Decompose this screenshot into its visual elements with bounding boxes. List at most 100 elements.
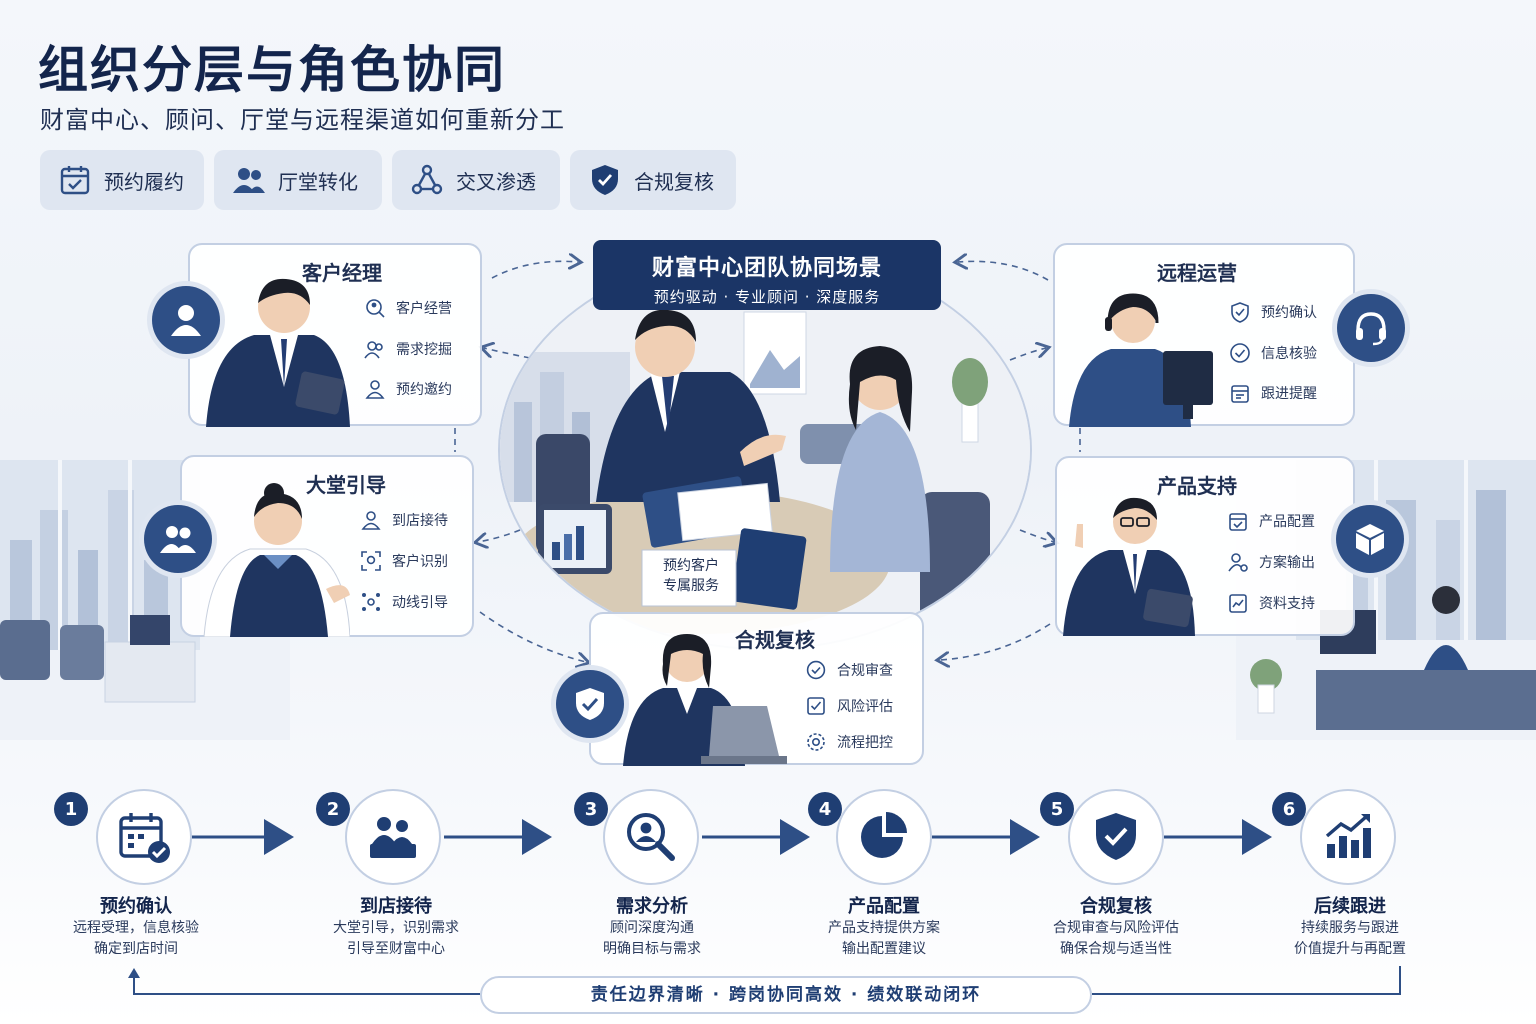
search-user-icon [627,813,675,861]
footer-banner: 责任边界清晰 · 跨岗协同高效 · 绩效联动闭环 [480,976,1092,1014]
step-desc-line-2: 引导至财富中心 [347,941,445,957]
role-title: 合规复核 [735,628,815,652]
step-5-icon-circle [1068,789,1164,885]
step-number: 2 [316,792,350,826]
product-support-illustration [1063,497,1195,636]
step-desc-line-1: 持续服务与跟进 [1301,920,1399,936]
duty-label: 合规审查 [837,663,893,679]
duty-item: 客户经营 [364,297,452,319]
duty-label: 流程把控 [837,735,893,751]
duty-item: 信息核验 [1229,342,1317,364]
page-title: 组织分层与角色协同 [38,41,506,99]
role-card-remote-ops: 远程运营 预约确认 信息核验 跟进提醒 [1053,243,1355,427]
step-number: 4 [808,792,842,826]
step-desc-line-1: 合规审查与风险评估 [1053,920,1179,936]
duty-label: 客户识别 [392,554,448,570]
lobby-guide-badge [144,505,212,573]
step-desc-line-2: 输出配置建议 [842,941,926,957]
duty-label: 预约邀约 [396,382,452,398]
gear-icon [807,733,825,751]
product-support-badge [1336,505,1404,573]
tag-label: 预约履约 [104,169,184,194]
shield-check-icon [576,688,604,720]
duty-label: 资料支持 [1259,596,1315,612]
calendar-check-icon [60,166,90,195]
shield-check-icon [592,165,618,195]
duty-item: 需求挖掘 [364,338,452,360]
duty-item: 客户识别 [360,550,448,572]
search-check-icon [806,660,826,680]
duty-item: 流程把控 [805,731,893,753]
tag-lobby-conversion: 厅堂转化 [214,150,382,210]
step-desc-line-1: 顾问深度沟通 [610,920,694,936]
step-title: 到店接待 [360,896,432,917]
duty-item: 动线引导 [360,591,448,613]
duty-label: 信息核验 [1261,346,1317,362]
step-title: 后续跟进 [1314,896,1386,917]
role-title: 产品支持 [1157,474,1237,498]
step-desc-line-1: 大堂引导，识别需求 [333,920,459,936]
duty-label: 到店接待 [392,513,448,529]
cube-icon [1356,524,1384,555]
compliance-badge [556,670,624,738]
face-scan-icon [361,551,381,571]
duty-item: 预约确认 [1229,301,1317,323]
users-icon [233,168,265,193]
account-manager-badge [152,286,220,354]
table-sign-line-1: 预约客户 [663,558,719,574]
duty-label: 跟进提醒 [1261,386,1317,402]
duty-item: 到店接待 [360,509,448,531]
calendar-icon [1231,385,1249,403]
account-manager-illustration [206,278,350,427]
duty-label: 动线引导 [392,595,448,611]
tag-cross-sell: 交叉渗透 [392,150,560,210]
duty-item: 方案输出 [1227,551,1315,573]
role-card-account-manager: 客户经理 客户经营 需求挖掘 预约邀约 [188,243,482,427]
user-icon [365,380,385,399]
step-desc: 顾问深度沟通 明确目标与需求 [542,918,762,960]
step-number: 1 [54,792,88,826]
duty-item: 跟进提醒 [1229,382,1317,404]
role-title: 客户经理 [302,261,382,285]
reception-icon [370,817,416,858]
step-desc: 远程受理，信息核验 确定到店时间 [26,918,246,960]
duty-label: 方案输出 [1259,555,1315,571]
step-desc-line-2: 确保合规与适当性 [1060,941,1172,957]
pie-chart-icon [861,812,907,858]
step-number: 3 [574,792,608,826]
page-subtitle: 财富中心、顾问、厅堂与远程渠道如何重新分工 [40,106,565,134]
duty-label: 客户经营 [396,301,452,317]
center-banner: 财富中心团队协同场景 预约驱动 · 专业顾问 · 深度服务 [593,240,941,310]
tag-label: 交叉渗透 [456,169,536,194]
step-desc-line-1: 远程受理，信息核验 [73,920,199,936]
users-icon [364,341,383,359]
step-title: 预约确认 [100,896,172,917]
table-sign-line-2: 专属服务 [663,578,719,594]
center-title: 财富中心团队协同场景 [651,256,882,281]
remote-ops-illustration [1069,293,1213,427]
duty-item: 合规审查 [805,659,893,681]
role-card-compliance: 合规复核 合规审查 风险评估 流程把控 [589,612,924,766]
person-search-icon [366,299,385,318]
step-desc: 产品支持提供方案 输出配置建议 [774,918,994,960]
table-sign: 预约客户 专属服务 [646,556,736,596]
document-chart-icon [1229,594,1247,613]
step-4-icon-circle [836,789,932,885]
step-title: 产品配置 [848,896,920,917]
lobby-guide-illustration [203,483,350,637]
step-title: 需求分析 [616,896,688,917]
center-scene: 预约客户 专属服务 [498,250,1032,650]
step-number: 6 [1272,792,1306,826]
step-1-icon-circle [96,789,192,885]
compliance-illustration [623,634,787,766]
network-icon [411,164,443,195]
tag-compliance: 合规复核 [570,150,736,210]
center-subtitle: 预约驱动 · 专业顾问 · 深度服务 [653,288,881,306]
check-circle-icon [1230,343,1250,363]
step-desc-line-2: 价值提升与再配置 [1294,941,1406,957]
group-icon [160,526,196,553]
tag-label: 厅堂转化 [278,169,358,194]
person-settings-icon [1228,553,1248,572]
duty-item: 产品配置 [1227,510,1315,532]
growth-chart-icon [1325,814,1371,858]
